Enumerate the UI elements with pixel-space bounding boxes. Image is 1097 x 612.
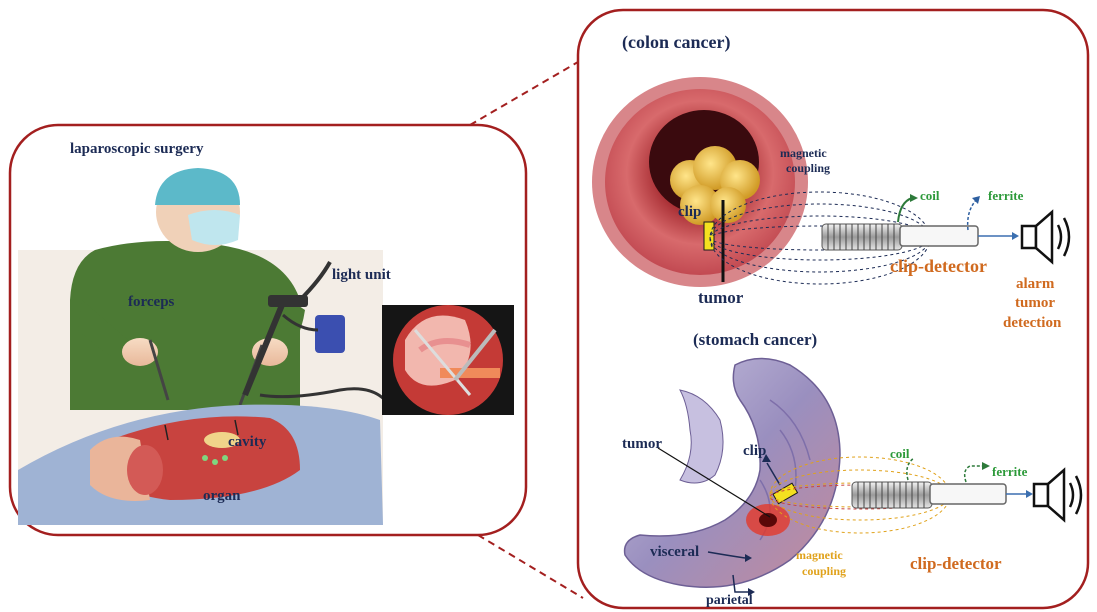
colon-coil-label: coil (920, 188, 940, 203)
stomach-coil-label: coil (890, 446, 910, 461)
alarm-detection-label: detection (1003, 315, 1062, 331)
stomach-magnetic-label: magnetic (796, 548, 843, 562)
stomach-speaker-icon (1034, 470, 1081, 520)
colon-magnetic-label: magnetic (780, 146, 827, 160)
colon-speaker-icon (1022, 212, 1069, 262)
colon-coupling-label: coupling (786, 161, 830, 175)
organ-label: organ (203, 488, 241, 504)
visceral-label: visceral (650, 544, 699, 560)
parietal-label: parietal (706, 593, 753, 608)
colon-title: (colon cancer) (622, 32, 730, 53)
connector-top (470, 62, 578, 125)
surgeon-illustration (18, 168, 385, 525)
stomach-coupling-label: coupling (802, 564, 846, 578)
forceps-label: forceps (128, 294, 175, 310)
stomach-clip-detector-label: clip-detector (910, 554, 1002, 573)
colon-clip-detector-label: clip-detector (890, 256, 987, 276)
stomach-ferrite-label: ferrite (992, 464, 1028, 479)
cavity-label: cavity (228, 434, 267, 450)
endoscope-view-image (382, 305, 514, 415)
stomach-tumor-label: tumor (622, 436, 662, 452)
colon-clip-label: clip (678, 204, 701, 220)
alarm-tumor-label: tumor (1015, 295, 1055, 311)
left-panel-title: laparoscopic surgery (70, 141, 204, 157)
light-unit-label: light unit (332, 267, 391, 283)
stomach-clip-label: clip (743, 443, 766, 459)
colon-ferrite-label: ferrite (988, 188, 1024, 203)
colon-tumor-label: tumor (698, 288, 744, 307)
alarm-label: alarm (1016, 276, 1055, 292)
colon-illustration (592, 77, 808, 287)
stomach-title: (stomach cancer) (693, 330, 817, 349)
connector-bottom (478, 535, 583, 598)
